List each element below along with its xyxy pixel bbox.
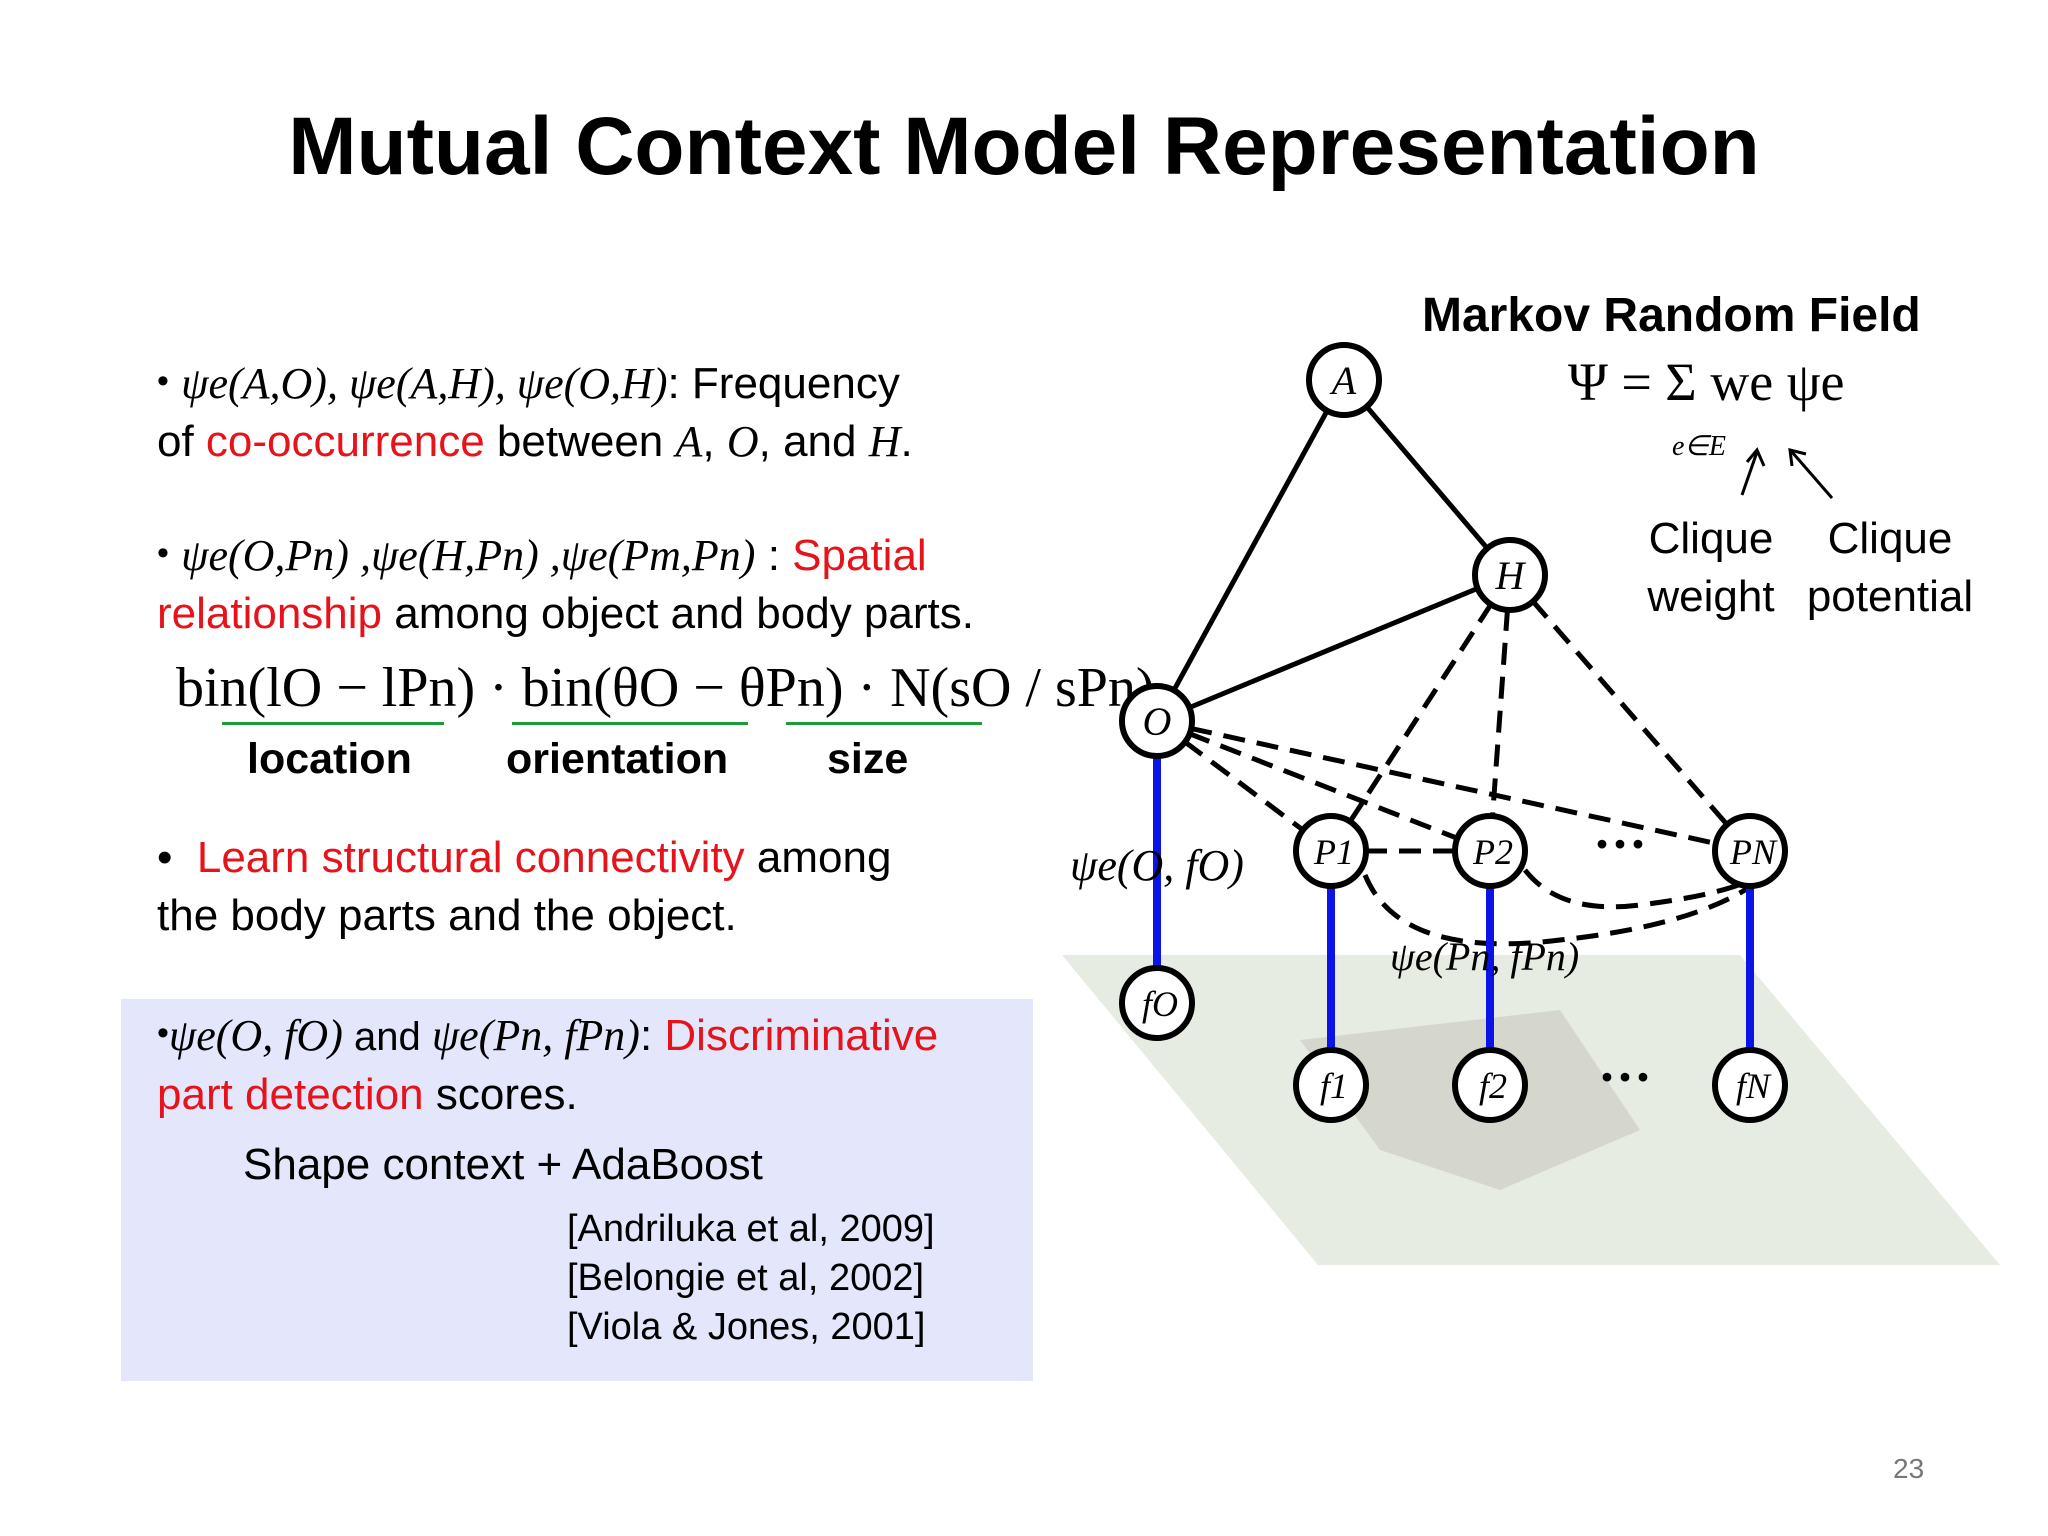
label-location: location — [247, 735, 412, 783]
node-p2 — [1452, 813, 1528, 889]
edge-h-pn — [1508, 573, 1752, 853]
mrf-equation: Ψ = Σ we ψe — [1568, 352, 1844, 412]
arrow-weight-head — [1745, 447, 1766, 467]
b3-text-a: among — [744, 833, 892, 882]
clique-potential-line1: Clique — [1827, 514, 1953, 563]
node-label-fn: fN — [1736, 1066, 1772, 1106]
bullet-connectivity: • Learn structural connectivity among th… — [157, 829, 1057, 945]
edge-o-h — [1156, 572, 1511, 724]
ellipsis-features: ··· — [1598, 1047, 1652, 1107]
node-fo — [1119, 965, 1195, 1041]
b4-red-b: part detection — [157, 1070, 424, 1119]
bullet-dot: • — [157, 362, 169, 400]
detection-box — [121, 999, 1033, 1381]
bullet-spatial: • ψe(O,Pn) ,ψe(H,Pn) ,ψe(Pm,Pn) : Spatia… — [157, 524, 1077, 643]
node-h — [1472, 537, 1548, 613]
ellipsis-parts: ··· — [1593, 814, 1647, 874]
spatial-formula: bin(lO − lPn) · bin(θO − θPn) · N(sO / s… — [176, 657, 1155, 719]
edge-label-o-fo: ψe(O, fO) — [1070, 841, 1244, 890]
node-fn — [1712, 1047, 1788, 1123]
edge-h-p1 — [1328, 573, 1513, 853]
b3-red: Learn structural connectivity — [196, 833, 745, 882]
label-size: size — [827, 735, 909, 783]
potential-pn-fpn: ψe(Pn, fPn) — [431, 1011, 640, 1060]
edge-label-pn-fpn: ψe(Pn, fPn) — [1390, 934, 1579, 979]
method-text: Shape context + AdaBoost — [243, 1140, 763, 1189]
node-pn — [1712, 813, 1788, 889]
node-label-a: A — [1329, 358, 1357, 403]
clique-weight-line1: Clique — [1648, 514, 1774, 563]
potential-o-fo: ψe(O, fO) — [168, 1011, 343, 1060]
node-label-pn: PN — [1729, 832, 1778, 872]
b1-sep1: , — [702, 417, 727, 466]
potential-formula-aoh: ψe(A,O), ψe(A,H), ψe(O,H) — [181, 359, 668, 408]
underline-location — [222, 722, 444, 725]
edge-a-o — [1154, 378, 1347, 723]
reference-item: [Belongie et al, 2002] — [567, 1257, 925, 1299]
edge-h-p2 — [1487, 574, 1513, 852]
node-label-f2: f2 — [1479, 1066, 1507, 1106]
b3-dot: • — [157, 833, 173, 882]
node-label-o: O — [1143, 699, 1172, 744]
var-h: H — [868, 417, 901, 466]
b4-colon: : — [639, 1011, 665, 1060]
bullet-cooccurrence: • ψe(A,O), ψe(A,H), ψe(O,H): Frequency o… — [157, 352, 1057, 471]
potential-formula-spatial: ψe(O,Pn) ,ψe(H,Pn) ,ψe(Pm,Pn) — [181, 531, 756, 580]
clique-potential-label: Clique potential — [1802, 510, 1978, 626]
slide-title: Mutual Context Model Representation — [288, 101, 1760, 192]
node-f2 — [1452, 1047, 1528, 1123]
b4-red-a: Discriminative — [664, 1011, 939, 1060]
b1-text-c: between — [484, 417, 676, 466]
node-f1 — [1293, 1047, 1369, 1123]
clique-weight-label: Clique weight — [1646, 510, 1776, 626]
var-a: A — [675, 417, 703, 466]
b1-red: co-occurrence — [205, 417, 485, 466]
underline-size — [786, 722, 982, 725]
b2-text: among object and body parts. — [382, 589, 974, 638]
mrf-sum-subscript: e∈E — [1672, 431, 1726, 462]
b2-sep: : — [755, 531, 793, 580]
b2-red-a: Spatial — [792, 531, 927, 580]
node-label-p2: P2 — [1472, 832, 1513, 872]
reference-item: [Viola & Jones, 2001] — [567, 1306, 926, 1348]
node-label-fo: fO — [1142, 984, 1178, 1024]
var-o: O — [726, 417, 759, 466]
edge-a-h — [1342, 378, 1512, 577]
edge-o-p2 — [1156, 718, 1491, 854]
references: [Andriluka et al, 2009] [Belongie et al,… — [567, 1205, 935, 1352]
clique-weight-line2: weight — [1647, 572, 1775, 621]
node-a — [1306, 342, 1382, 418]
b4-and: and — [342, 1015, 432, 1059]
node-label-f1: f1 — [1320, 1066, 1348, 1106]
arrow-potential — [1790, 451, 1834, 499]
b1-text-b: of — [157, 417, 206, 466]
edge-p2-pn — [1523, 868, 1752, 910]
arrow-potential-head — [1788, 448, 1807, 467]
node-p1 — [1293, 813, 1369, 889]
b2-red-b: relationship — [157, 589, 383, 638]
label-orientation: orientation — [506, 735, 729, 783]
node-o — [1119, 683, 1195, 759]
bullet-dot: • — [157, 1014, 169, 1052]
arrow-weight — [1740, 451, 1759, 496]
node-label-p1: P1 — [1313, 832, 1354, 872]
underline-orientation — [512, 722, 748, 725]
b4-text: scores. — [423, 1070, 578, 1119]
reference-item: [Andriluka et al, 2009] — [567, 1208, 935, 1250]
b3-text-b: the body parts and the object. — [157, 891, 737, 940]
node-label-h: H — [1495, 553, 1527, 598]
b1-sep2: , and — [758, 417, 869, 466]
clique-potential-line2: potential — [1806, 572, 1974, 621]
edge-p1-pn — [1362, 874, 1762, 947]
b1-end: . — [900, 417, 913, 466]
page-number: 23 — [1893, 1453, 1925, 1484]
mrf-title: Markov Random Field — [1422, 289, 1921, 342]
bullet-dot: • — [157, 534, 169, 572]
b1-text-a: : Frequency — [667, 359, 900, 408]
bullet-detection: •ψe(O, fO) and ψe(Pn, fPn): Discriminati… — [157, 1004, 1027, 1124]
